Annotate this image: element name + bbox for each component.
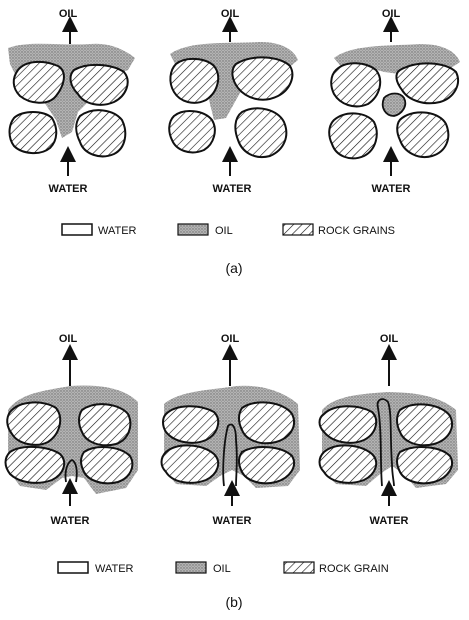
oil-droplet (382, 93, 406, 116)
rock-grain (80, 446, 134, 485)
water-label: WATER (370, 515, 409, 527)
rock-grain (328, 112, 378, 160)
oil-label: OIL (221, 8, 240, 20)
oil-label: OIL (380, 333, 399, 345)
rock-grain (231, 56, 294, 101)
oil-swatch (175, 561, 207, 574)
rock-grain (168, 110, 216, 154)
rock-grain (8, 111, 58, 154)
legend-water-label: WATER (98, 225, 137, 237)
rock-grain (330, 62, 382, 108)
panel-b1: OIL WATER (4, 333, 138, 527)
legend-oil-label: OIL (213, 563, 231, 575)
legend-rock-label: ROCK GRAINS (318, 225, 395, 237)
water-label: WATER (372, 183, 411, 195)
part-a: OIL WATER OIL WATER OIL (8, 8, 460, 276)
water-finger (222, 423, 238, 487)
water-label: WATER (213, 183, 252, 195)
water-finger (376, 398, 395, 487)
legend-water-label: WATER (95, 563, 134, 575)
oil-label: OIL (59, 8, 78, 20)
oil-swatch (177, 223, 209, 236)
rock-grain (318, 405, 378, 444)
panel-b2: OIL WATER (160, 333, 300, 527)
water-label: WATER (213, 515, 252, 527)
water-label: WATER (49, 183, 88, 195)
part-b: OIL WATER OIL WATER OIL (4, 333, 458, 610)
legend-oil-label: OIL (215, 225, 233, 237)
water-swatch (61, 223, 93, 236)
oil-label: OIL (221, 333, 240, 345)
rock-grain (395, 62, 459, 105)
legend-b: WATER OIL ROCK GRAIN (57, 561, 389, 575)
panel-a2: OIL WATER (168, 8, 298, 195)
water-swatch (57, 561, 89, 574)
rock-grain (238, 446, 295, 485)
water-label: WATER (51, 515, 90, 527)
rock-grain (318, 444, 378, 484)
oil-label: OIL (382, 8, 401, 20)
rock-grain (6, 401, 62, 446)
rock-grain (4, 446, 66, 484)
panel-a1: OIL WATER (8, 8, 135, 195)
legend-rock-label: ROCK GRAIN (319, 563, 389, 575)
rock-grain (75, 109, 127, 158)
rock-grain (78, 403, 132, 447)
rock-grain (234, 107, 288, 158)
rock-grain (396, 111, 450, 158)
rock-grain (12, 60, 65, 104)
rock-grain (162, 405, 220, 444)
rock-grain (169, 58, 220, 104)
rock-swatch (283, 561, 315, 574)
caption-a: (a) (225, 260, 242, 276)
rock-grain (396, 446, 453, 485)
rock-swatch (282, 223, 314, 236)
oil-label: OIL (59, 333, 78, 345)
rock-grain (69, 64, 129, 106)
rock-grain (238, 401, 295, 445)
legend-a: WATER OIL ROCK GRAINS (61, 223, 395, 237)
caption-b: (b) (225, 594, 242, 610)
rock-grain (396, 403, 453, 447)
panel-b3: OIL WATER (318, 333, 458, 527)
water-finger (64, 458, 78, 483)
panel-a3: OIL WATER (328, 8, 460, 195)
rock-grain (160, 444, 220, 484)
